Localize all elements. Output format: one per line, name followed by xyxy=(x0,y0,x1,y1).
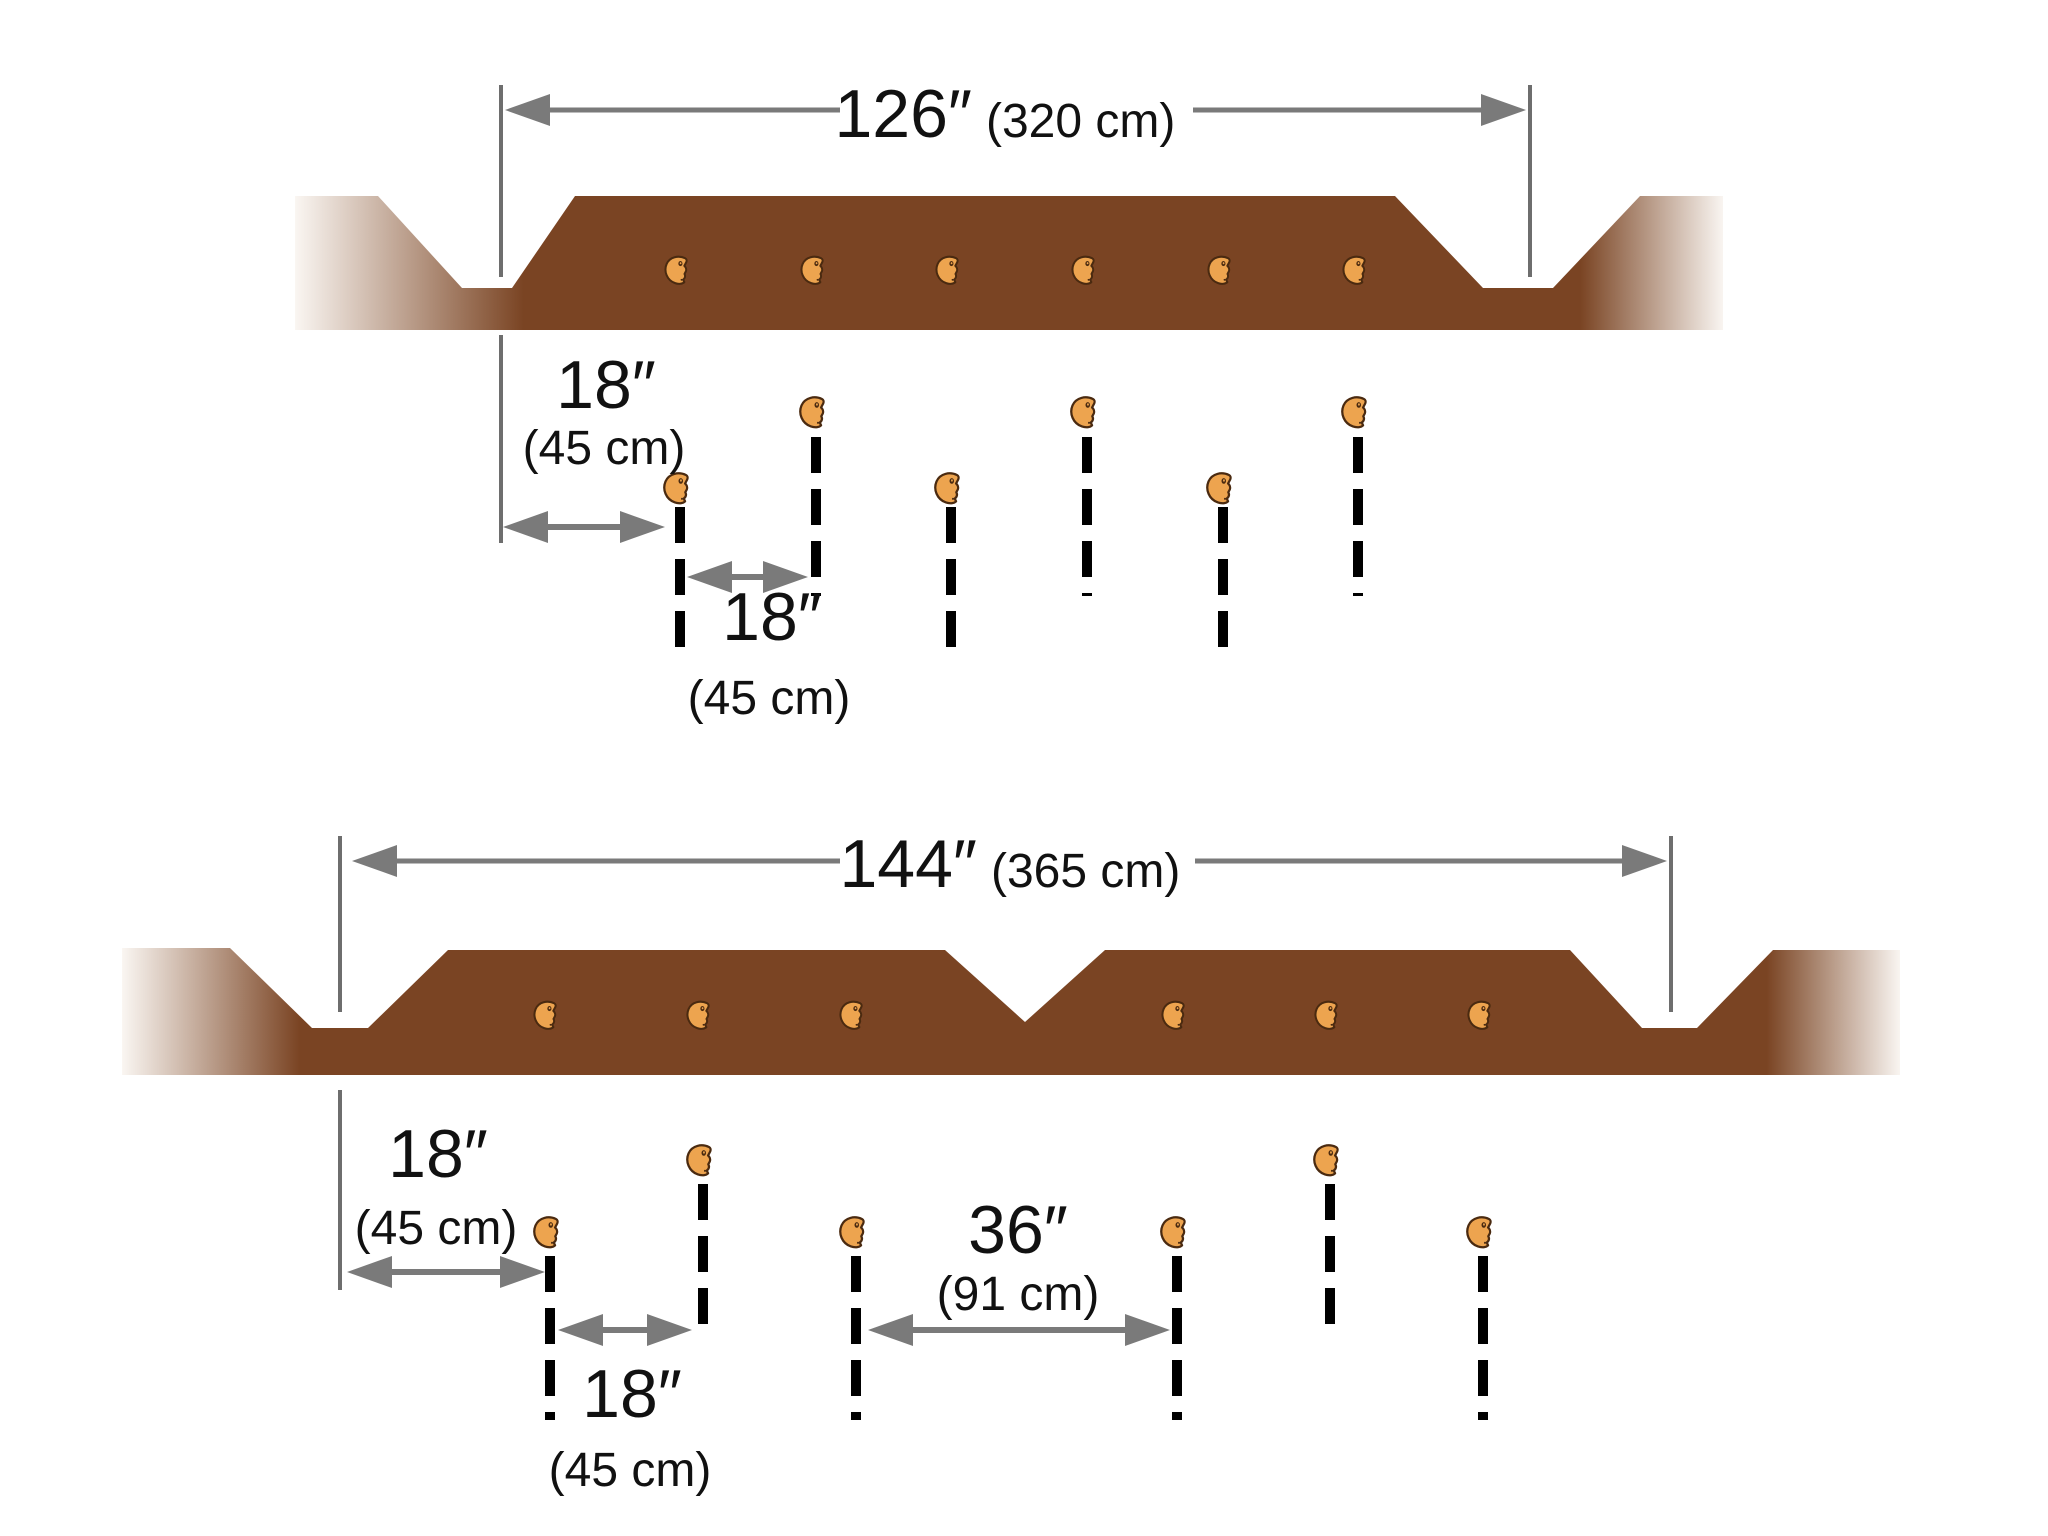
bottom-bed-label-bed-width-inches: 144″ xyxy=(839,826,977,902)
top-bed-bed-seed-5 xyxy=(1207,255,1231,285)
top-bed-bed-seed-4 xyxy=(1071,255,1095,285)
bottom-bed-plan-seed-1 xyxy=(533,1216,559,1249)
top-bed-plan-seed-2 xyxy=(799,396,825,429)
bottom-bed-edge-spacing-arrow xyxy=(347,1256,545,1288)
top-bed-edge-spacing-arrow xyxy=(503,511,665,543)
top-bed-label-edge-spacing-inches: 18″ xyxy=(556,347,656,423)
bottom-bed-label-row-spacing-inches: 18″ xyxy=(582,1356,682,1432)
top-bed-label-bed-width-metric: (320 cm) xyxy=(986,95,1175,148)
top-bed-dimension-left-arrowhead xyxy=(505,94,550,126)
bottom-bed-bed-seed-5 xyxy=(1314,1000,1338,1030)
bottom-bed-plan-seed-3 xyxy=(839,1216,865,1249)
bottom-bed-label-bed-width-metric: (365 cm) xyxy=(991,845,1180,898)
bottom-bed-label-edge-spacing-inches: 18″ xyxy=(388,1116,488,1192)
top-bed-edge-spacing-arrow-left-arrowhead xyxy=(503,511,548,543)
bottom-bed-aisle-spacing-arrow-left-arrowhead xyxy=(868,1314,913,1346)
bottom-bed-edge-spacing-arrow-left-arrowhead xyxy=(347,1256,392,1288)
top-bed-plan-seed-3 xyxy=(934,472,960,505)
top-bed-label-edge-spacing-metric: (45 cm) xyxy=(523,422,686,475)
bottom-bed-plan-seed-2 xyxy=(686,1144,712,1177)
bottom-bed-label-aisle-spacing-inches: 36″ xyxy=(968,1192,1068,1268)
bottom-bed-bed-seed-4 xyxy=(1161,1000,1185,1030)
top-bed-edge-spacing-arrow-right-arrowhead xyxy=(620,511,665,543)
bottom-bed-plan-seed-6 xyxy=(1466,1216,1492,1249)
bottom-bed-aisle-spacing-arrow xyxy=(868,1314,1170,1346)
top-bed-row-spacing-arrow-left-arrowhead xyxy=(687,561,732,593)
bottom-bed-diagram: 144″ (365 cm) 18″ (45 cm) 36″(91 cm) 18″ (45 c… xyxy=(122,826,1900,1497)
bottom-bed-plan-seed-5 xyxy=(1313,1144,1339,1177)
top-bed-bed-seed-1 xyxy=(664,255,688,285)
top-bed-dimension xyxy=(505,94,1526,126)
bottom-bed-row-spacing-arrow-left-arrowhead xyxy=(558,1314,603,1346)
bottom-bed-edge-spacing-arrow-right-arrowhead xyxy=(500,1256,545,1288)
top-bed-plan-seed-4 xyxy=(1070,396,1096,429)
top-bed-bed-seed-2 xyxy=(800,255,824,285)
top-bed-row-spacing-arrow-right-arrowhead xyxy=(763,561,808,593)
top-bed-bed-seed-6 xyxy=(1342,255,1366,285)
bottom-bed-bed-seed-6 xyxy=(1467,1000,1491,1030)
bottom-bed-row-spacing-arrow xyxy=(558,1314,692,1346)
bottom-bed-dimension xyxy=(352,845,1667,877)
bottom-bed-dimension-left-arrowhead xyxy=(352,845,397,877)
top-bed-label-row-spacing-inches: 18″ xyxy=(722,579,822,655)
bottom-bed-bed-seed-1 xyxy=(533,1000,557,1030)
bottom-bed-dimension-right-arrowhead xyxy=(1622,845,1667,877)
top-bed-bed-seed-3 xyxy=(935,255,959,285)
top-bed-label-bed-width-inches: 126″ xyxy=(834,76,972,152)
top-bed-dimension-right-arrowhead xyxy=(1481,94,1526,126)
top-bed-row-spacing-arrow xyxy=(687,561,808,593)
bottom-bed-aisle-spacing-arrow-right-arrowhead xyxy=(1125,1314,1170,1346)
bottom-bed-bed-seed-3 xyxy=(839,1000,863,1030)
bottom-bed-label-row-spacing-metric: (45 cm) xyxy=(549,1444,712,1497)
bottom-bed-label-edge-spacing-metric: (45 cm) xyxy=(355,1202,518,1255)
bottom-bed-label-aisle-spacing-metric: (91 cm) xyxy=(937,1268,1100,1321)
top-bed-diagram: 126″(320 cm)18″(45 cm)18″(45 cm) xyxy=(295,76,1723,725)
bottom-bed-row-spacing-arrow-right-arrowhead xyxy=(647,1314,692,1346)
bottom-bed-plan-seed-4 xyxy=(1160,1216,1186,1249)
bottom-bed-soil-cross-section xyxy=(122,948,1900,1075)
top-bed-label-row-spacing-metric: (45 cm) xyxy=(688,672,851,725)
top-bed-plan-seed-1 xyxy=(663,472,689,505)
top-bed-plan-seed-6 xyxy=(1341,396,1367,429)
top-bed-soil-cross-section xyxy=(295,196,1723,330)
bottom-bed-bed-seed-2 xyxy=(686,1000,710,1030)
top-bed-plan-seed-5 xyxy=(1206,472,1232,505)
